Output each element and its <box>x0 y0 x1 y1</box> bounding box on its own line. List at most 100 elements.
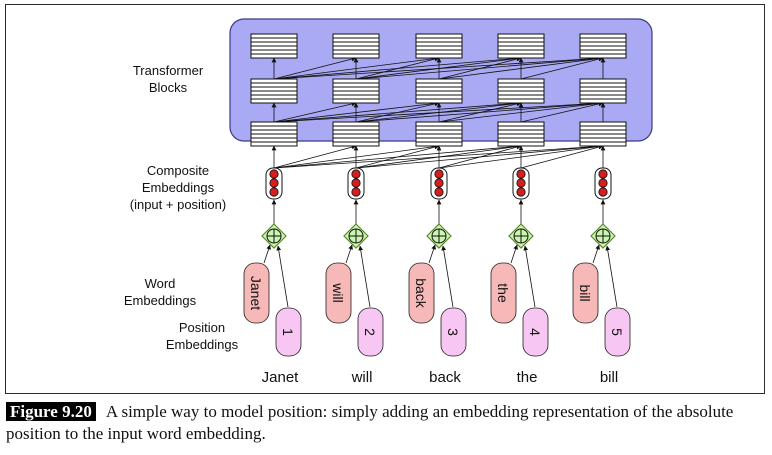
position-arrow <box>358 245 371 308</box>
word-pill <box>408 262 435 324</box>
position-embedding-label: 3 <box>445 328 461 336</box>
composite-dot <box>351 187 361 197</box>
word-pill <box>490 262 517 324</box>
figure-label: Figure 9.20 <box>6 402 96 421</box>
position-embedding: 3 <box>440 307 467 357</box>
word-embeddings-label-line: Embeddings <box>124 293 197 308</box>
word-embedding: will <box>325 262 352 324</box>
transformer-block <box>497 33 545 59</box>
position-arrow <box>441 245 454 308</box>
transformer-blocks-label-line: Blocks <box>149 80 188 95</box>
transformer-block <box>497 121 545 147</box>
position-arrow <box>523 245 536 308</box>
composite-dot <box>598 169 608 179</box>
composite-dot <box>434 169 444 179</box>
arrows <box>263 55 618 308</box>
transformer-block <box>250 33 298 59</box>
transformer-block <box>415 33 463 59</box>
position-embedding: 1 <box>275 307 302 357</box>
word-embedding-label: Janet <box>248 276 264 310</box>
word-embedding: Janet <box>243 262 270 324</box>
transformer-blocks-label-line: Transformer <box>133 63 204 78</box>
position-arrow <box>276 245 289 308</box>
transformer-block <box>497 78 545 104</box>
composite-dot <box>516 169 526 179</box>
word-embedding: back <box>408 262 435 324</box>
composite-dot <box>269 169 279 179</box>
composite-embeddings-label-line: (input + position) <box>130 197 226 212</box>
composite-embedding <box>430 167 448 200</box>
word-embedding: the <box>490 262 517 324</box>
composite-dot <box>269 178 279 188</box>
composite-embedding <box>347 167 365 200</box>
input-arrow <box>355 144 522 169</box>
position-pill <box>440 307 467 357</box>
position-embedding-label: 1 <box>280 328 296 336</box>
add-node <box>426 223 452 249</box>
input-arrow <box>273 144 357 169</box>
position-embedding-label: 2 <box>362 328 378 336</box>
composite-dot <box>351 178 361 188</box>
input-token: Janet <box>262 369 300 386</box>
input-arrow <box>355 144 440 169</box>
composite-embeddings <box>265 167 612 200</box>
transformer-block <box>250 121 298 147</box>
add-node <box>343 223 369 249</box>
add-node <box>508 223 534 249</box>
word-embedding-label: will <box>330 282 346 302</box>
composite-dot <box>598 178 608 188</box>
composite-dot <box>434 187 444 197</box>
position-pill <box>357 307 384 357</box>
word-embedding-label: bill <box>577 284 593 301</box>
composite-embeddings-label-line: Composite <box>147 163 209 178</box>
composite-embedding <box>512 167 530 200</box>
word-arrow <box>345 244 353 264</box>
word-pill <box>325 262 352 324</box>
position-embedding: 4 <box>522 307 549 357</box>
composite-dot <box>516 187 526 197</box>
attention-arrow <box>273 101 357 123</box>
input-arrow <box>273 144 440 169</box>
attention-arrow <box>438 56 522 80</box>
input-token: back <box>429 369 461 386</box>
transformer-block <box>415 78 463 104</box>
transformer-block <box>332 78 380 104</box>
composite-dot <box>351 169 361 179</box>
transformer-block <box>332 121 380 147</box>
attention-arrow <box>438 101 522 123</box>
word-arrow <box>428 244 436 264</box>
attention-arrow <box>520 56 604 80</box>
composite-embedding <box>265 167 283 200</box>
transformer-block <box>579 33 627 59</box>
composite-dot <box>434 178 444 188</box>
word-pill <box>243 262 270 324</box>
add-node <box>590 223 616 249</box>
input-token: bill <box>600 369 618 386</box>
transformer-block <box>250 78 298 104</box>
input-token: the <box>517 369 538 386</box>
position-embedding: 2 <box>357 307 384 357</box>
attention-arrow <box>520 101 604 123</box>
word-embeddings: Janet will back the bill <box>243 262 599 324</box>
attention-arrow <box>355 101 522 123</box>
position-arrow <box>605 245 618 308</box>
transformer-blocks <box>250 33 627 147</box>
attention-arrow <box>355 56 522 80</box>
attention-arrow <box>273 56 440 80</box>
position-embeddings-label-line: Position <box>179 320 225 335</box>
composite-dot <box>598 187 608 197</box>
input-arrow <box>520 144 604 169</box>
add-nodes <box>261 223 616 249</box>
attention-arrow <box>273 56 357 80</box>
attention-arrow <box>355 101 440 123</box>
position-pill <box>604 307 631 357</box>
transformer-block <box>332 33 380 59</box>
